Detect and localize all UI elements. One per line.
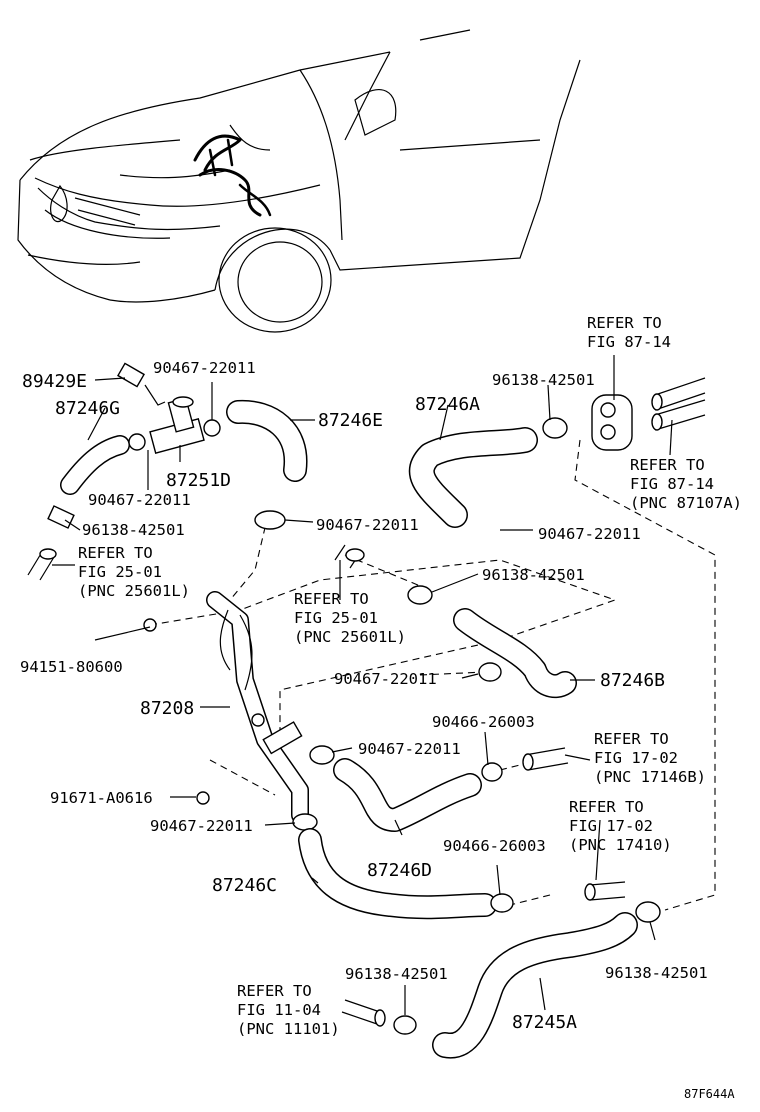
clip-90466-b bbox=[490, 893, 514, 913]
label-96138-42501-d: 96138-42501 bbox=[605, 964, 708, 982]
clip-90467-c bbox=[309, 745, 335, 765]
refer-11-04: REFER TO FIG 11-04 (PNC 11101) bbox=[237, 982, 340, 1038]
label-87246B: 87246B bbox=[600, 670, 665, 691]
refer-line: (PNC 17146B) bbox=[594, 768, 706, 786]
refer-line: REFER TO bbox=[569, 798, 644, 816]
pipe-refer-25-01-left bbox=[27, 548, 57, 581]
part-labels: 89429E 87246G 90467-22011 87246E 87251D … bbox=[20, 359, 708, 1033]
label-87251D: 87251D bbox=[166, 470, 231, 491]
label-87246E: 87246E bbox=[318, 410, 383, 431]
refer-17-02: REFER TO FIG 17-02 (PNC 17410) bbox=[569, 798, 672, 854]
label-94151-80600: 94151-80600 bbox=[20, 658, 123, 676]
refer-line: REFER TO bbox=[237, 982, 312, 1000]
refer-line: (PNC 25601L) bbox=[78, 582, 190, 600]
bolt-94151 bbox=[143, 618, 157, 632]
pipe-refer-25-01-mid bbox=[334, 544, 365, 569]
pipe-87208 bbox=[206, 591, 309, 824]
refer-line: REFER TO bbox=[594, 730, 669, 748]
sensor-96138-left bbox=[47, 505, 75, 529]
label-90467-22011-d: 90467-22011 bbox=[538, 525, 641, 543]
refer-line: (PNC 87107A) bbox=[630, 494, 742, 512]
pipe-refer-17-02-b bbox=[522, 747, 569, 771]
hose-87246G bbox=[60, 435, 130, 495]
label-90467-22011-g: 90467-22011 bbox=[150, 817, 253, 835]
refer-line: FIG 17-02 bbox=[569, 817, 653, 835]
refer-17-02-b: REFER TO FIG 17-02 (PNC 17146B) bbox=[594, 730, 706, 786]
label-90467-22011-e: 90467-22011 bbox=[334, 670, 437, 688]
clip-90467-b bbox=[478, 662, 502, 682]
label-96138-42501-e: 96138-42501 bbox=[345, 965, 448, 983]
refer-line: REFER TO bbox=[294, 590, 369, 608]
hose-87246A bbox=[408, 427, 538, 528]
hose-87245A bbox=[432, 912, 638, 1059]
clips-upper-left bbox=[128, 419, 221, 451]
label-90467-22011-b: 90467-22011 bbox=[88, 491, 191, 509]
leader-lines bbox=[52, 355, 673, 1015]
connector-87-14 bbox=[591, 377, 706, 451]
label-87245A: 87245A bbox=[512, 1012, 577, 1033]
clip-96138-bottom bbox=[393, 1015, 417, 1035]
refer-line: (PNC 11101) bbox=[237, 1020, 340, 1038]
label-96138-42501-a: 96138-42501 bbox=[82, 521, 185, 539]
label-90467-22011-a: 90467-22011 bbox=[153, 359, 256, 377]
clip-96138-top bbox=[542, 417, 568, 439]
pipe-refer-11-04 bbox=[341, 999, 386, 1027]
clip-90466-a bbox=[481, 762, 503, 782]
refer-line: FIG 17-02 bbox=[594, 749, 678, 767]
refer-line: FIG 87-14 bbox=[587, 333, 671, 351]
label-87246C: 87246C bbox=[212, 875, 277, 896]
refer-line: FIG 25-01 bbox=[78, 563, 162, 581]
refer-line: REFER TO bbox=[78, 544, 153, 562]
connector-87251D bbox=[149, 396, 205, 454]
hose-87246E bbox=[226, 399, 308, 482]
diagram-code: 87F644A bbox=[684, 1087, 735, 1101]
refer-line: REFER TO bbox=[630, 456, 705, 474]
label-87246A: 87246A bbox=[415, 394, 480, 415]
hose-87246D bbox=[333, 758, 482, 832]
car-illustration bbox=[17, 29, 581, 333]
refer-line: (PNC 17410) bbox=[569, 836, 672, 854]
refer-line: FIG 25-01 bbox=[294, 609, 378, 627]
clip-96138-right bbox=[635, 901, 661, 923]
clip-90467-mid bbox=[254, 510, 286, 530]
refer-25-01-left: REFER TO FIG 25-01 (PNC 25601L) bbox=[78, 544, 190, 600]
pipe-refer-17-02 bbox=[584, 881, 626, 901]
refer-25-01-mid: REFER TO FIG 25-01 (PNC 25601L) bbox=[294, 590, 406, 646]
refer-line: FIG 11-04 bbox=[237, 1001, 321, 1019]
hose-87246B bbox=[453, 608, 577, 699]
refer-line: REFER TO bbox=[587, 314, 662, 332]
label-96138-42501-c: 96138-42501 bbox=[482, 566, 585, 584]
label-91671-A0616: 91671-A0616 bbox=[50, 789, 153, 807]
label-90467-22011-c: 90467-22011 bbox=[316, 516, 419, 534]
label-90467-22011-f: 90467-22011 bbox=[358, 740, 461, 758]
refer-line: (PNC 25601L) bbox=[294, 628, 406, 646]
label-90466-26003-a: 90466-26003 bbox=[432, 713, 535, 731]
label-96138-42501-b: 96138-42501 bbox=[492, 371, 595, 389]
sensor-89429E bbox=[117, 362, 166, 406]
label-89429E: 89429E bbox=[22, 371, 87, 392]
refer-blocks: REFER TO FIG 87-14 REFER TO FIG 87-14 (P… bbox=[78, 314, 742, 1038]
label-87246D: 87246D bbox=[367, 860, 432, 881]
engine-hoses-highlight bbox=[193, 134, 272, 217]
hose-87246C bbox=[298, 828, 497, 920]
label-90466-26003-b: 90466-26003 bbox=[443, 837, 546, 855]
bolt-91671 bbox=[196, 791, 210, 805]
clip-96138-mid bbox=[407, 585, 433, 605]
refer-line: FIG 87-14 bbox=[630, 475, 714, 493]
clip-90467-d bbox=[292, 813, 318, 831]
label-87246G: 87246G bbox=[55, 398, 120, 419]
refer-87-14-pnc: REFER TO FIG 87-14 (PNC 87107A) bbox=[630, 456, 742, 512]
refer-87-14-top: REFER TO FIG 87-14 bbox=[587, 314, 671, 351]
label-87208: 87208 bbox=[140, 698, 194, 719]
